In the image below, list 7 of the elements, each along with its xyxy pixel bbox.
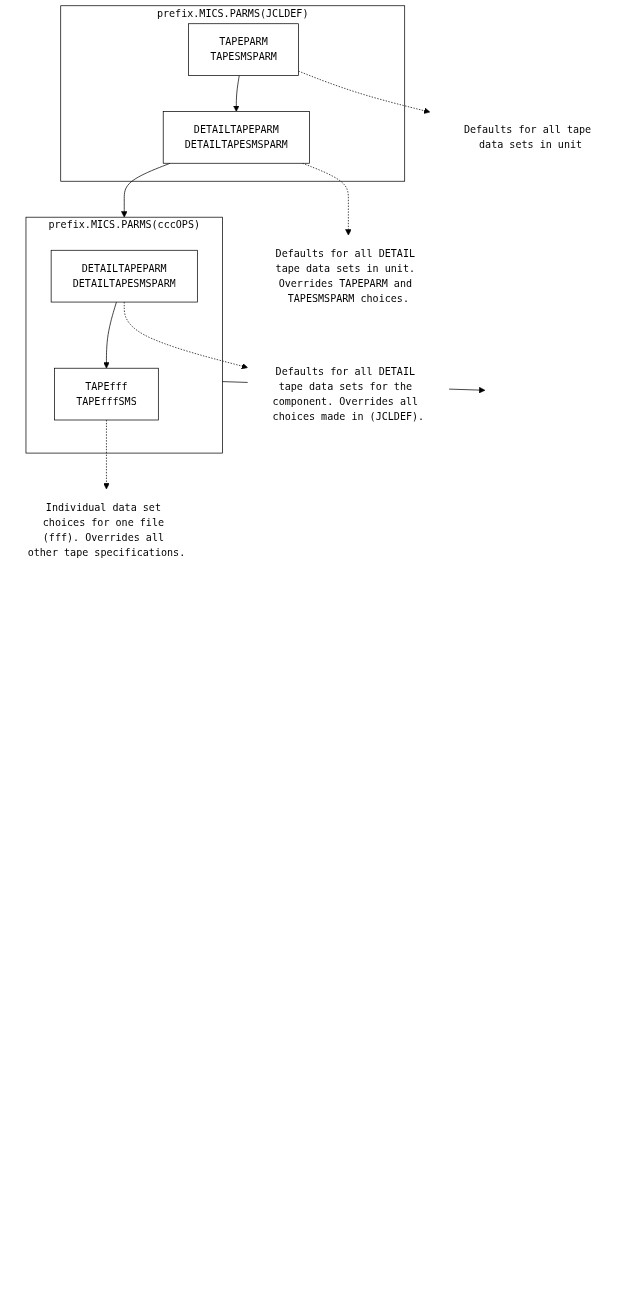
node-text: Defaults for all DETAIL tape data sets in unit. Overrides TAPEPARM and TAPESMSPARM choices. bbox=[275, 247, 416, 305]
node-box: TAPEfff TAPEfffSMS bbox=[54, 367, 159, 421]
node-box: TAPEPARM TAPESMSPARM bbox=[188, 23, 299, 76]
node-text: Individual data set choices for one file (fff). Overrides all other tape specifications. bbox=[27, 501, 186, 559]
node-box: DETAILTAPEPARM DETAILTAPESMSPARM bbox=[50, 249, 198, 303]
node-text: Defaults for all tape data sets in unit bbox=[463, 123, 592, 151]
node-box: DETAILTAPEPARM DETAILTAPESMSPARM bbox=[162, 111, 310, 164]
